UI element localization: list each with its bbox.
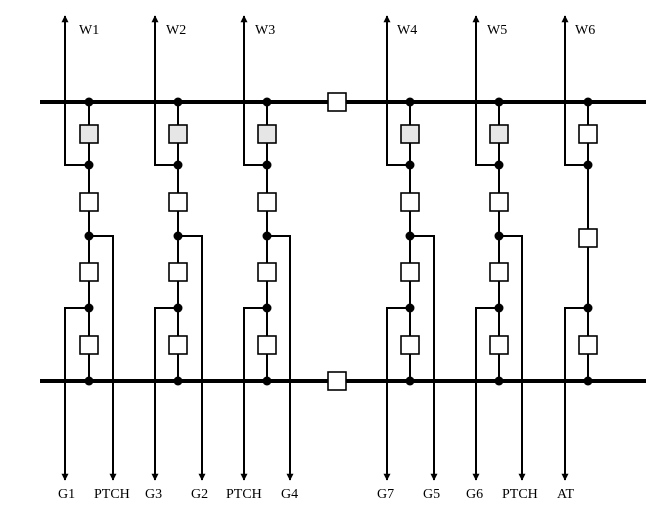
column-5-down-right-arrow: [499, 235, 526, 481]
node: [583, 160, 593, 170]
node-bottom: [583, 376, 593, 386]
column-6-down-arrow: [561, 307, 588, 481]
label-ptch-2: PTCH: [226, 487, 262, 502]
column-3-down-right-arrow: [267, 235, 294, 481]
component-box: [489, 335, 509, 355]
component-box: [79, 124, 99, 144]
node: [405, 160, 415, 170]
junction-nodes: [84, 97, 593, 386]
node: [583, 303, 593, 313]
label-at: AT: [557, 487, 575, 502]
node: [173, 303, 183, 313]
node-bottom: [262, 376, 272, 386]
column-2-down-right-arrow: [178, 235, 206, 481]
component-box: [578, 335, 598, 355]
node: [494, 160, 504, 170]
node-bottom: [84, 376, 94, 386]
node: [173, 160, 183, 170]
column-4-down-right-arrow: [410, 235, 438, 481]
node: [405, 303, 415, 313]
component-box: [79, 335, 99, 355]
label-g6: G6: [466, 487, 483, 502]
node: [262, 231, 272, 241]
component-box: [578, 124, 598, 144]
label-ptch-3: PTCH: [502, 487, 538, 502]
component-box: [489, 192, 509, 212]
label-w3: W3: [255, 23, 275, 38]
component-box: [79, 262, 99, 282]
label-ptch-1: PTCH: [94, 487, 130, 502]
component-box: [257, 192, 277, 212]
column-3-up-arrow: [240, 15, 267, 166]
component-box: [489, 124, 509, 144]
component-box: [257, 124, 277, 144]
component-box: [79, 192, 99, 212]
component-box: [489, 262, 509, 282]
component-box: [257, 335, 277, 355]
node-top: [262, 97, 272, 107]
node: [262, 160, 272, 170]
node: [405, 231, 415, 241]
label-g5: G5: [423, 487, 440, 502]
label-g7: G7: [377, 487, 394, 502]
component-box: [400, 335, 420, 355]
label-g1: G1: [58, 487, 75, 502]
node-top: [84, 97, 94, 107]
node: [173, 231, 183, 241]
component-box: [400, 262, 420, 282]
label-w6: W6: [575, 23, 595, 38]
node: [494, 303, 504, 313]
node: [84, 160, 94, 170]
bus-top-center-box: [327, 92, 347, 112]
component-box: [168, 192, 188, 212]
component-box: [168, 262, 188, 282]
column-5-up-arrow: [472, 15, 499, 166]
node-top: [494, 97, 504, 107]
column-1-up-arrow: [61, 15, 89, 166]
node-top: [583, 97, 593, 107]
node: [262, 303, 272, 313]
column-5-down-left-arrow: [472, 307, 499, 481]
node-top: [173, 97, 183, 107]
component-box: [400, 192, 420, 212]
component-boxes: [79, 92, 598, 391]
component-box: [400, 124, 420, 144]
column-4-down-left-arrow: [383, 307, 410, 481]
label-w2: W2: [166, 23, 186, 38]
column-1-down-right-arrow: [89, 235, 117, 481]
component-box: [578, 228, 598, 248]
node-bottom: [494, 376, 504, 386]
label-g2: G2: [191, 487, 208, 502]
label-w1: W1: [79, 23, 99, 38]
label-g4: G4: [281, 487, 298, 502]
node-bottom: [173, 376, 183, 386]
column-1-down-left-arrow: [61, 307, 89, 481]
column-4-up-arrow: [383, 15, 410, 166]
bus-bottom-center-box: [327, 371, 347, 391]
component-box: [168, 335, 188, 355]
node: [84, 303, 94, 313]
node: [84, 231, 94, 241]
column-3-down-left-arrow: [240, 307, 267, 481]
node: [494, 231, 504, 241]
label-g3: G3: [145, 487, 162, 502]
column-6-up-arrow: [561, 15, 588, 166]
column-wires: [61, 15, 589, 481]
node-bottom: [405, 376, 415, 386]
column-2-up-arrow: [151, 15, 178, 166]
label-w5: W5: [487, 23, 507, 38]
node-top: [405, 97, 415, 107]
component-box: [257, 262, 277, 282]
label-w4: W4: [397, 23, 417, 38]
column-2-down-left-arrow: [151, 307, 178, 481]
component-box: [168, 124, 188, 144]
